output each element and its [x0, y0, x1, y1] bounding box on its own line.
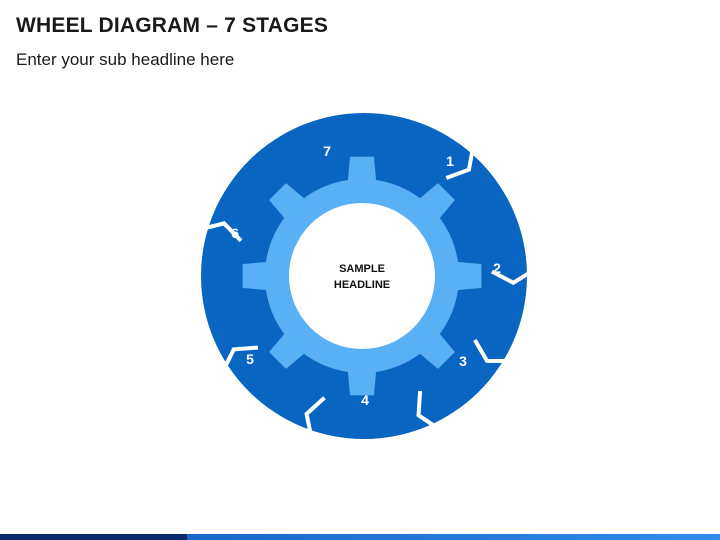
stage-dividers [200, 145, 535, 439]
stage-divider [221, 345, 259, 372]
stage-number-2: 2 [493, 260, 501, 276]
center-headline-line1: SAMPLE [339, 263, 385, 275]
stage-number-1: 1 [446, 153, 454, 169]
center-circle [289, 203, 435, 349]
stage-divider [416, 390, 440, 431]
stage-number-3: 3 [459, 353, 467, 369]
center-headline-line2: HEADLINE [334, 279, 390, 291]
stage-divider [490, 268, 535, 286]
stage-divider [200, 221, 243, 243]
slide-title: WHEEL DIAGRAM – 7 STAGES [16, 14, 329, 37]
stage-number-4: 4 [361, 392, 369, 408]
stage-number-5: 5 [246, 351, 254, 367]
stage-number-6: 6 [231, 225, 239, 241]
slide-subtitle: Enter your sub headline here [16, 50, 235, 69]
stage-number-7: 7 [323, 143, 331, 159]
stage-divider [473, 338, 512, 363]
stage-divider [445, 145, 476, 180]
footer-bar [0, 534, 720, 540]
stage-divider [304, 396, 326, 439]
